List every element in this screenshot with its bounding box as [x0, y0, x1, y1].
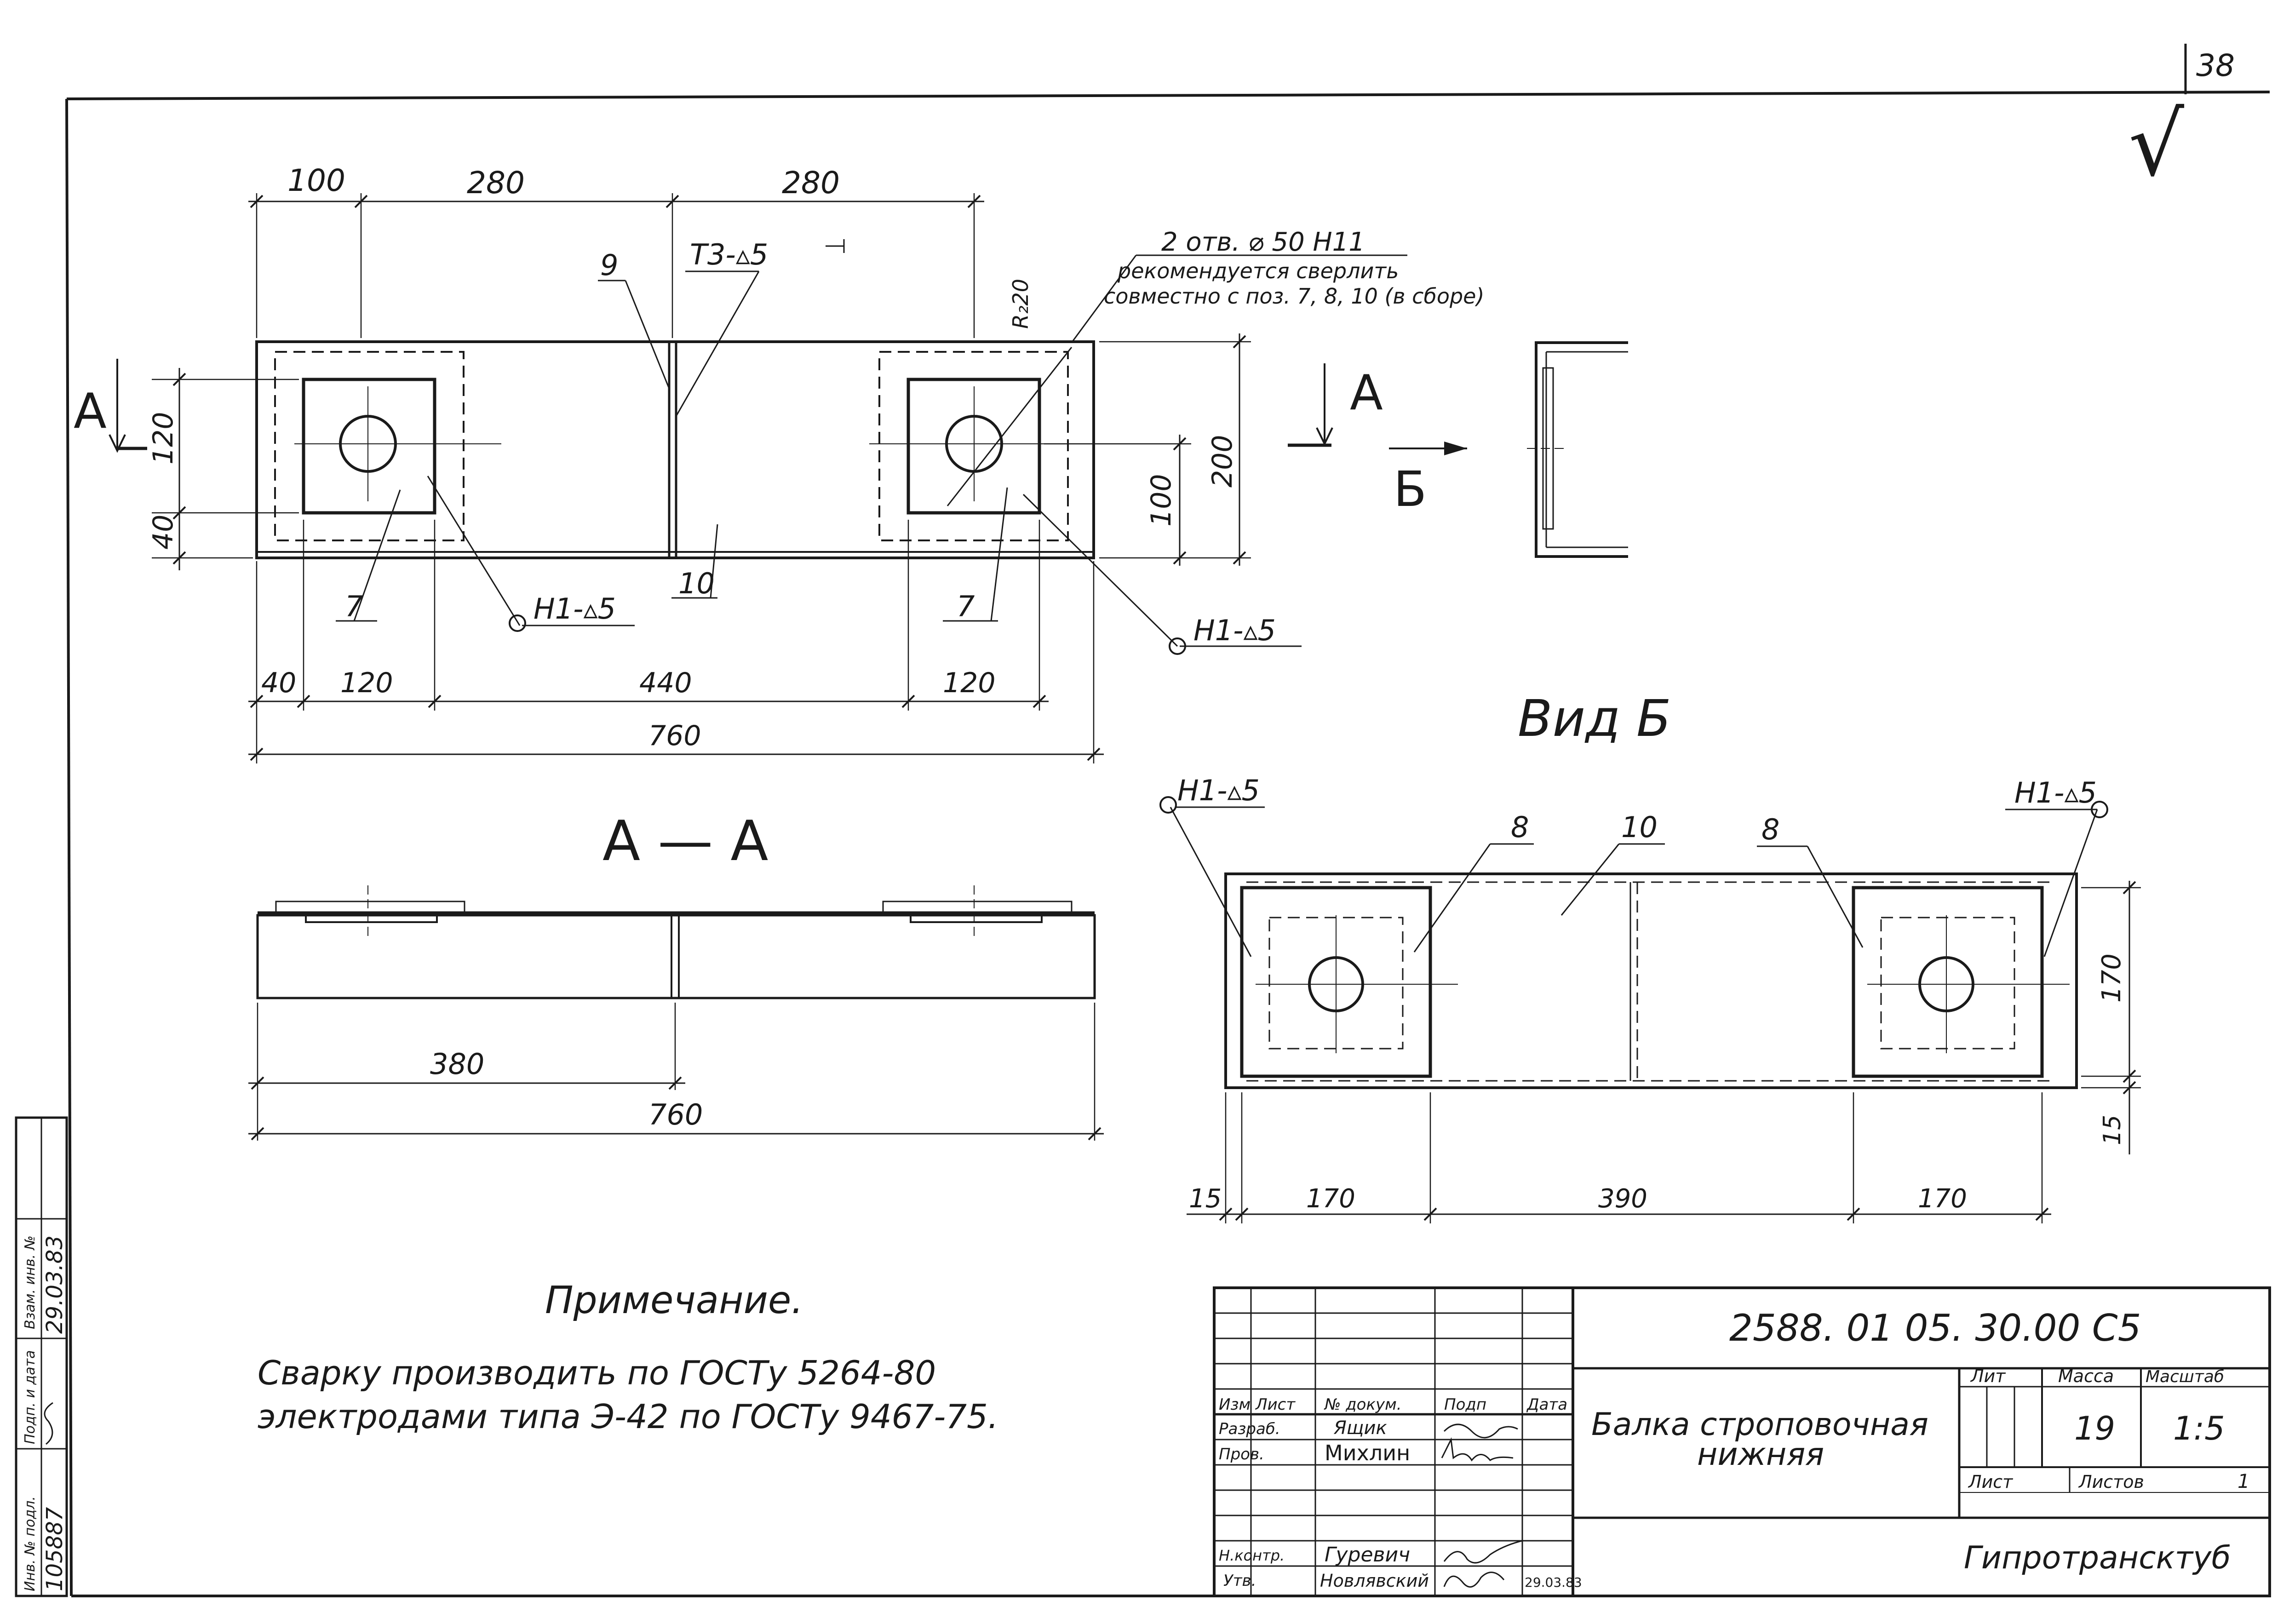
organization: Гипротрансктуб	[1964, 1540, 2231, 1576]
view-b-dim-170-b: 170	[1918, 1184, 1967, 1214]
view-b-pos-10: 10	[1621, 810, 1658, 844]
position-7-left: 7	[345, 590, 363, 623]
scale-value: 1:5	[2173, 1410, 2225, 1447]
note-block: Примечание. Сварку производить по ГОСТу …	[258, 1279, 998, 1436]
view-b-weld-right: Н1-▵5	[2014, 776, 2097, 809]
note-line-2: электродами типа Э-42 по ГОСТу 9467-75.	[258, 1397, 998, 1436]
dim-top-280-b: 280	[782, 165, 840, 201]
header-scale: Масштаб	[2146, 1367, 2224, 1386]
position-7-right: 7	[957, 590, 975, 623]
section-mark-right: А Б	[1288, 363, 1467, 517]
leader-9: 9	[600, 248, 618, 282]
weld-symbol-t3: Т3-▵5	[690, 238, 768, 271]
view-b-dim-15-vertical: 15	[2099, 1115, 2126, 1145]
radius-mark: R₂20	[1008, 279, 1033, 329]
view-b-pos-8-right: 8	[1761, 813, 1779, 846]
view-b-title: Вид Б	[1518, 689, 1671, 748]
dim-bottom-120-b: 120	[943, 667, 996, 699]
hdr-date: Дата	[1526, 1395, 1567, 1414]
view-b-dim-170-a: 170	[1306, 1184, 1355, 1214]
sheet-label: Лист	[1968, 1472, 2014, 1492]
dim-overall-760: 760	[648, 720, 701, 752]
signature-checker	[1441, 1437, 1514, 1462]
section-letter-right: А	[1350, 365, 1383, 421]
view-b-dim-170-vertical: 170	[2097, 953, 2127, 1003]
hdr-sign: Подп	[1444, 1395, 1486, 1414]
header-mass: Масса	[2058, 1366, 2114, 1386]
part-name-line-1: Балка строповочная	[1591, 1406, 1928, 1443]
hdr-izm: Изм	[1219, 1395, 1251, 1414]
stamp-label-inv: Инв. № подл.	[22, 1496, 38, 1591]
section-letter-left: А	[74, 383, 107, 439]
side-profile-view	[1527, 341, 1628, 558]
name-checker: Михлин	[1325, 1440, 1410, 1465]
name-developer: Ящик	[1333, 1417, 1387, 1439]
part-name-line-2: нижняя	[1697, 1436, 1824, 1473]
role-norm-control: Н.контр.	[1219, 1547, 1285, 1564]
section-title: А — А	[602, 809, 768, 873]
note-title: Примечание.	[545, 1279, 803, 1322]
title-block: 2588. 01 05. 30.00 С5 Балка строповочная…	[1213, 1286, 2271, 1597]
dim-right-200: 200	[1206, 435, 1239, 488]
plan-view: 100 280 280 120 40 100 200 40 120 440 12…	[147, 163, 1484, 763]
stamp-label-sign: Подп. и дата	[22, 1350, 38, 1444]
stamp-sign-date: 29.03.83	[42, 1235, 68, 1334]
section-dim-380: 380	[430, 1047, 484, 1081]
view-b-pos-8-left: 8	[1511, 810, 1529, 844]
signature-norm-control	[1443, 1540, 1523, 1564]
signature-developer	[1443, 1423, 1518, 1439]
name-norm-control: Гуревич	[1325, 1543, 1410, 1567]
dim-bottom-40: 40	[261, 667, 296, 699]
page-number: 38	[2196, 48, 2235, 83]
weld-h1-right: Н1-▵5	[1193, 614, 1276, 647]
dim-left-40: 40	[147, 515, 179, 550]
hole-note-line-1: 2 отв. ⌀ 50 Н11	[1161, 227, 1365, 257]
hole-note-line-3: совместно с поз. 7, 8, 10 (в сборе)	[1104, 284, 1484, 309]
position-10: 10	[678, 567, 715, 600]
view-b-dim-15: 15	[1189, 1184, 1222, 1214]
section-a-a-view: 380 760	[248, 885, 1104, 1141]
role-developer: Разраб.	[1219, 1420, 1280, 1438]
view-arrow-letter: Б	[1394, 461, 1427, 517]
hole-note-line-2: рекомендуется сверлить	[1117, 258, 1399, 283]
dim-right-100: 100	[1145, 474, 1177, 527]
surface-finish-mark: √	[2128, 94, 2185, 195]
note-line-1: Сварку производить по ГОСТу 5264-80	[258, 1354, 936, 1392]
dim-top-100: 100	[287, 163, 345, 198]
weld-h1-left: Н1-▵5	[534, 592, 616, 625]
dim-bottom-120-a: 120	[340, 667, 393, 699]
role-checker: Пров.	[1219, 1445, 1264, 1463]
sheets-label: Листов	[2078, 1472, 2144, 1492]
side-stamp: Инв. № подл. 105887 Подп. и дата 29.03.8…	[15, 1116, 68, 1597]
name-approved: Новлявский	[1320, 1571, 1429, 1591]
section-dim-760: 760	[648, 1098, 703, 1131]
view-b: 8 10 8 Н1-▵5 Н1-▵5 170 15 15 170 390 170	[1159, 774, 2141, 1223]
sheets-count: 1	[2237, 1470, 2250, 1492]
hdr-list: Лист	[1255, 1395, 1296, 1414]
designation: 2588. 01 05. 30.00 С5	[1729, 1307, 2141, 1349]
header-litera: Лит	[1970, 1366, 2006, 1386]
stamp-inv-no: 105887	[42, 1507, 68, 1591]
view-b-weld-left: Н1-▵5	[1177, 774, 1260, 807]
dim-bottom-440: 440	[639, 667, 692, 699]
section-mark-left: А	[74, 359, 147, 453]
view-b-dim-390: 390	[1598, 1184, 1647, 1214]
stamp-label-replaced: Взам. инв. №	[22, 1235, 38, 1329]
mass-value: 19	[2074, 1410, 2115, 1447]
hdr-doc: № докум.	[1324, 1395, 1402, 1414]
role-approved: Утв.	[1223, 1572, 1256, 1590]
dim-left-120: 120	[147, 412, 179, 465]
stamp-signature	[44, 1402, 53, 1445]
dim-top-280-a: 280	[467, 165, 525, 201]
date-approved: 29.03.83	[1525, 1575, 1582, 1590]
signature-approved	[1443, 1572, 1505, 1588]
